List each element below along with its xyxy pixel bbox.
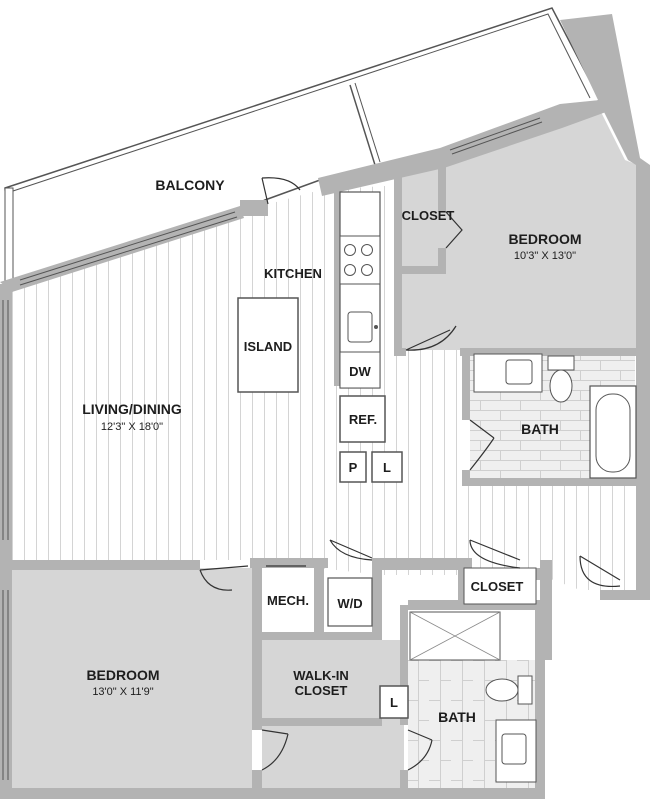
bedroom-1-door	[405, 325, 457, 351]
refrigerator	[339, 395, 386, 443]
mech-room	[262, 568, 314, 632]
living-dining-label: LIVING/DINING	[82, 401, 182, 417]
bath-2-toilet	[485, 678, 519, 702]
bath-2-fixtures	[409, 611, 537, 783]
bath-1-label: BATH	[521, 421, 559, 437]
bedroom-2-floor	[12, 568, 252, 790]
living-floor	[12, 185, 640, 590]
refrigerator-label: REF.	[349, 412, 377, 427]
windows	[2, 117, 543, 780]
bath-1-sink	[505, 359, 533, 385]
bath-1-door	[469, 419, 495, 471]
linen-upper	[371, 451, 403, 483]
living-dining-dimensions: 12'3" X 18'0"	[101, 421, 163, 433]
bath-2-sink	[501, 733, 527, 765]
bedroom-1-dimensions: 10'3" X 13'0"	[514, 250, 576, 262]
bath-2-label: BATH	[438, 709, 476, 725]
pantry-label: P	[349, 460, 358, 475]
pantry	[339, 451, 367, 483]
bath-1-fixtures	[473, 353, 637, 479]
bedroom-1-floor	[400, 110, 638, 350]
mech-label: MECH.	[267, 593, 309, 608]
hall-closet-label: CLOSET	[471, 579, 524, 594]
island-label: ISLAND	[244, 339, 292, 354]
bedroom-2-label: BEDROOM	[86, 667, 159, 683]
dishwasher	[339, 351, 381, 389]
kitchen-sink	[347, 311, 373, 343]
right-door	[579, 555, 621, 588]
dishwasher-label: DW	[349, 364, 371, 379]
bedroom-2-door	[199, 565, 249, 591]
walls	[0, 14, 650, 799]
hall-door	[469, 539, 521, 569]
cooktop	[339, 235, 381, 285]
linen-lower-label: L	[390, 695, 398, 710]
washer-dryer-label: W/D	[337, 596, 362, 611]
closet-1-label: CLOSET	[402, 208, 455, 223]
kitchen-counter	[339, 191, 381, 389]
walk-in-closet-label-line1: WALK-IN	[293, 668, 349, 683]
hall-closet	[463, 567, 537, 605]
wd-door	[329, 539, 373, 561]
bedroom-1-label: BEDROOM	[508, 231, 581, 247]
walk-in-closet-label-line2: CLOSET	[295, 683, 348, 698]
linen-upper-label: L	[383, 460, 391, 475]
closet-1-door	[445, 211, 463, 249]
walk-in-door	[261, 729, 289, 771]
balcony-door	[261, 177, 301, 205]
linen-lower	[379, 685, 409, 719]
doors	[199, 177, 621, 771]
bath-1-toilet	[549, 369, 573, 403]
bath-2-door	[407, 729, 433, 771]
washer-dryer	[327, 577, 373, 627]
bedroom-2-dimensions: 13'0" X 11'9"	[92, 686, 153, 698]
balcony-divider	[349, 84, 376, 166]
kitchen-label: KITCHEN	[264, 266, 322, 281]
island	[237, 297, 299, 393]
balcony-label: BALCONY	[155, 177, 225, 193]
